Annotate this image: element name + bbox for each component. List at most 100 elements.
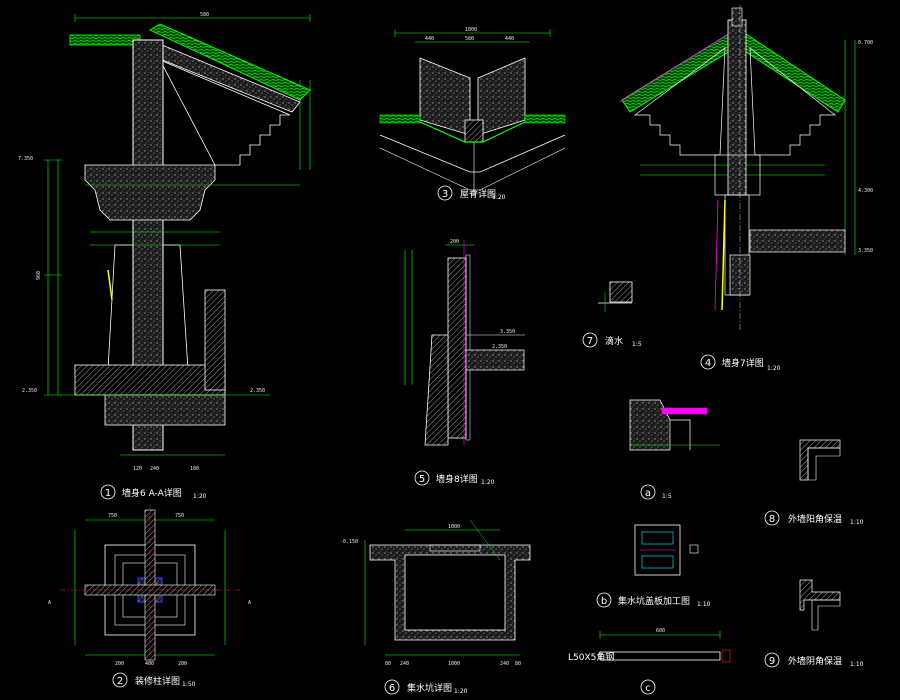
detail-6-number-circle [384, 679, 400, 695]
detail-3-number-circle [437, 185, 453, 201]
detail-b-number-circle [596, 592, 612, 608]
detail-4-title: 墙身7详图 [722, 357, 764, 369]
detail-1-number-circle [100, 484, 116, 500]
detail-4-roof-left [621, 29, 736, 113]
d3-top-2: 440 [505, 36, 514, 42]
detail-9-inner-corner: 9 外墙阴角保温 1:10 [764, 579, 864, 668]
detail-a-number: a [645, 488, 651, 499]
detail-1-cornice [84, 164, 216, 221]
detail-3-ridge-right [477, 57, 526, 136]
detail-1-pilaster [107, 244, 134, 371]
detail-9-scale: 1:10 [850, 661, 864, 668]
detail-c-number-circle [640, 679, 656, 695]
detail-4-scale: 1:20 [767, 365, 781, 372]
detail-9-title: 外墙阴角保温 [788, 655, 842, 667]
detail-9-number: 9 [769, 656, 775, 667]
detail-3-title: 屋脊详图 [460, 188, 496, 200]
detail-8-number: 8 [769, 514, 775, 525]
detail-5-number: 5 [419, 474, 425, 485]
detail-6-number: 6 [389, 683, 395, 694]
d6-bottom-3: 240 [500, 661, 509, 667]
detail-1-dimensions [44, 14, 311, 396]
detail-7-number: 7 [587, 336, 593, 347]
d6-bottom-4: 80 [515, 661, 521, 667]
detail-3-number: 3 [442, 189, 448, 200]
detail-5-main-wall [447, 257, 467, 439]
d6-bottom-0: 80 [385, 661, 391, 667]
detail-4-wall-section: 0.700 4.300 3.350 4 墙身7详图 1:20 [619, 5, 873, 372]
detail-6-scale: 1:20 [454, 688, 468, 695]
d6-span: 1000 [448, 524, 460, 530]
detail-4-stepped-soffit [633, 47, 726, 156]
detail-2-column-plan: A A 750 750 200 400 200 2 装修柱详图 1:50 [48, 505, 251, 688]
d5-level2: 2.350 [492, 344, 507, 350]
d4-mid-level: 4.300 [858, 188, 873, 194]
detail-5-scale: 1:20 [481, 479, 495, 486]
detail-b-cover-plate: b 集水坑盖板加工图 1:10 [596, 524, 711, 608]
d2-top-0: 750 [108, 513, 117, 519]
detail-2-number-circle [112, 672, 128, 688]
d2-bottom-2: 200 [178, 661, 187, 667]
detail-5-base-pilaster [424, 334, 449, 446]
d6-bottom-1: 240 [400, 661, 409, 667]
d1-level-left3: 7.350 [18, 156, 33, 162]
detail-6-title: 集水坑详图 [407, 682, 452, 694]
detail-8-title: 外墙阳角保温 [788, 513, 842, 525]
d2-section-mark-right: A [248, 600, 251, 606]
d1-bottom-0: 120 [133, 466, 142, 472]
detail-c-number: c [645, 683, 651, 694]
d2-bottom-0: 200 [115, 661, 124, 667]
detail-5-title: 墙身8详图 [436, 473, 478, 485]
detail-6-pit-void [404, 554, 506, 631]
d3-top-1: 580 [465, 36, 474, 42]
detail-a-number-circle [640, 484, 656, 500]
detail-7-number-circle [582, 332, 598, 348]
d1-level-left: 2.350 [22, 388, 37, 394]
detail-2-title: 装修柱详图 [135, 675, 180, 687]
detail-1-wall-section: 580 960 2.350 7.350 2.350 120 240 180 1 … [18, 12, 311, 500]
detail-3-scale: 1:20 [492, 194, 506, 201]
detail-1-top-tiles [69, 34, 141, 46]
d6-bottom-2: 1000 [448, 661, 460, 667]
detail-4-roof-right [739, 29, 846, 113]
d3-span: 1000 [465, 27, 477, 33]
detail-5-number-circle [414, 470, 430, 486]
detail-7-scale: 1:5 [632, 341, 642, 348]
detail-1-title: 墙身6 A-A详图 [122, 487, 182, 499]
detail-9-number-circle [764, 652, 780, 668]
d4-low-level: 3.350 [858, 248, 873, 254]
detail-3-ridge: 440 580 440 1000 3 屋脊详图 1:20 [379, 27, 566, 201]
d4-top-level: 0.700 [858, 40, 873, 46]
detail-7-title: 滴水 [605, 335, 623, 347]
detail-8-scale: 1:10 [850, 519, 864, 526]
detail-2-number: 2 [117, 676, 123, 687]
d1-top-dim: 580 [200, 12, 209, 18]
detail-1-scale: 1:20 [193, 493, 207, 500]
detail-8-number-circle [764, 510, 780, 526]
d1-bottom-1: 240 [150, 466, 159, 472]
detail-5-wall-section: 200 3.350 2.350 5 墙身8详图 1:20 [404, 239, 525, 486]
detail-a-scale: 1:5 [662, 493, 672, 500]
d2-bottom-1: 400 [145, 661, 154, 667]
detail-6-sump-pit: -0.150 1000 80 240 1000 240 80 6 集水坑详图 1… [340, 519, 531, 695]
detail-4-main-wall [727, 19, 747, 196]
detail-1-parapet [204, 289, 226, 391]
detail-2-scale: 1:50 [182, 681, 196, 688]
d2-top-1: 750 [175, 513, 184, 519]
dc-steel-label: L50X5角钢 [568, 651, 614, 663]
d1-bottom-2: 180 [190, 466, 199, 472]
d1-level-right: 2.350 [250, 388, 265, 394]
detail-1-roof-tiles [148, 23, 311, 101]
detail-b-title: 集水坑盖板加工图 [618, 595, 690, 607]
detail-a: a 1:5 [629, 399, 720, 500]
detail-4-number-circle [700, 354, 716, 370]
detail-1-stepped-soffit [159, 59, 291, 166]
d5-level: 3.350 [500, 329, 515, 335]
detail-4-number: 4 [705, 358, 711, 369]
detail-8-outer-corner: 8 外墙阳角保温 1:10 [764, 439, 864, 526]
detail-4-floor-slab [749, 229, 846, 253]
d5-top-dim: 200 [450, 239, 459, 245]
dc-length: 600 [656, 628, 665, 634]
d6-level: -0.150 [340, 539, 358, 545]
